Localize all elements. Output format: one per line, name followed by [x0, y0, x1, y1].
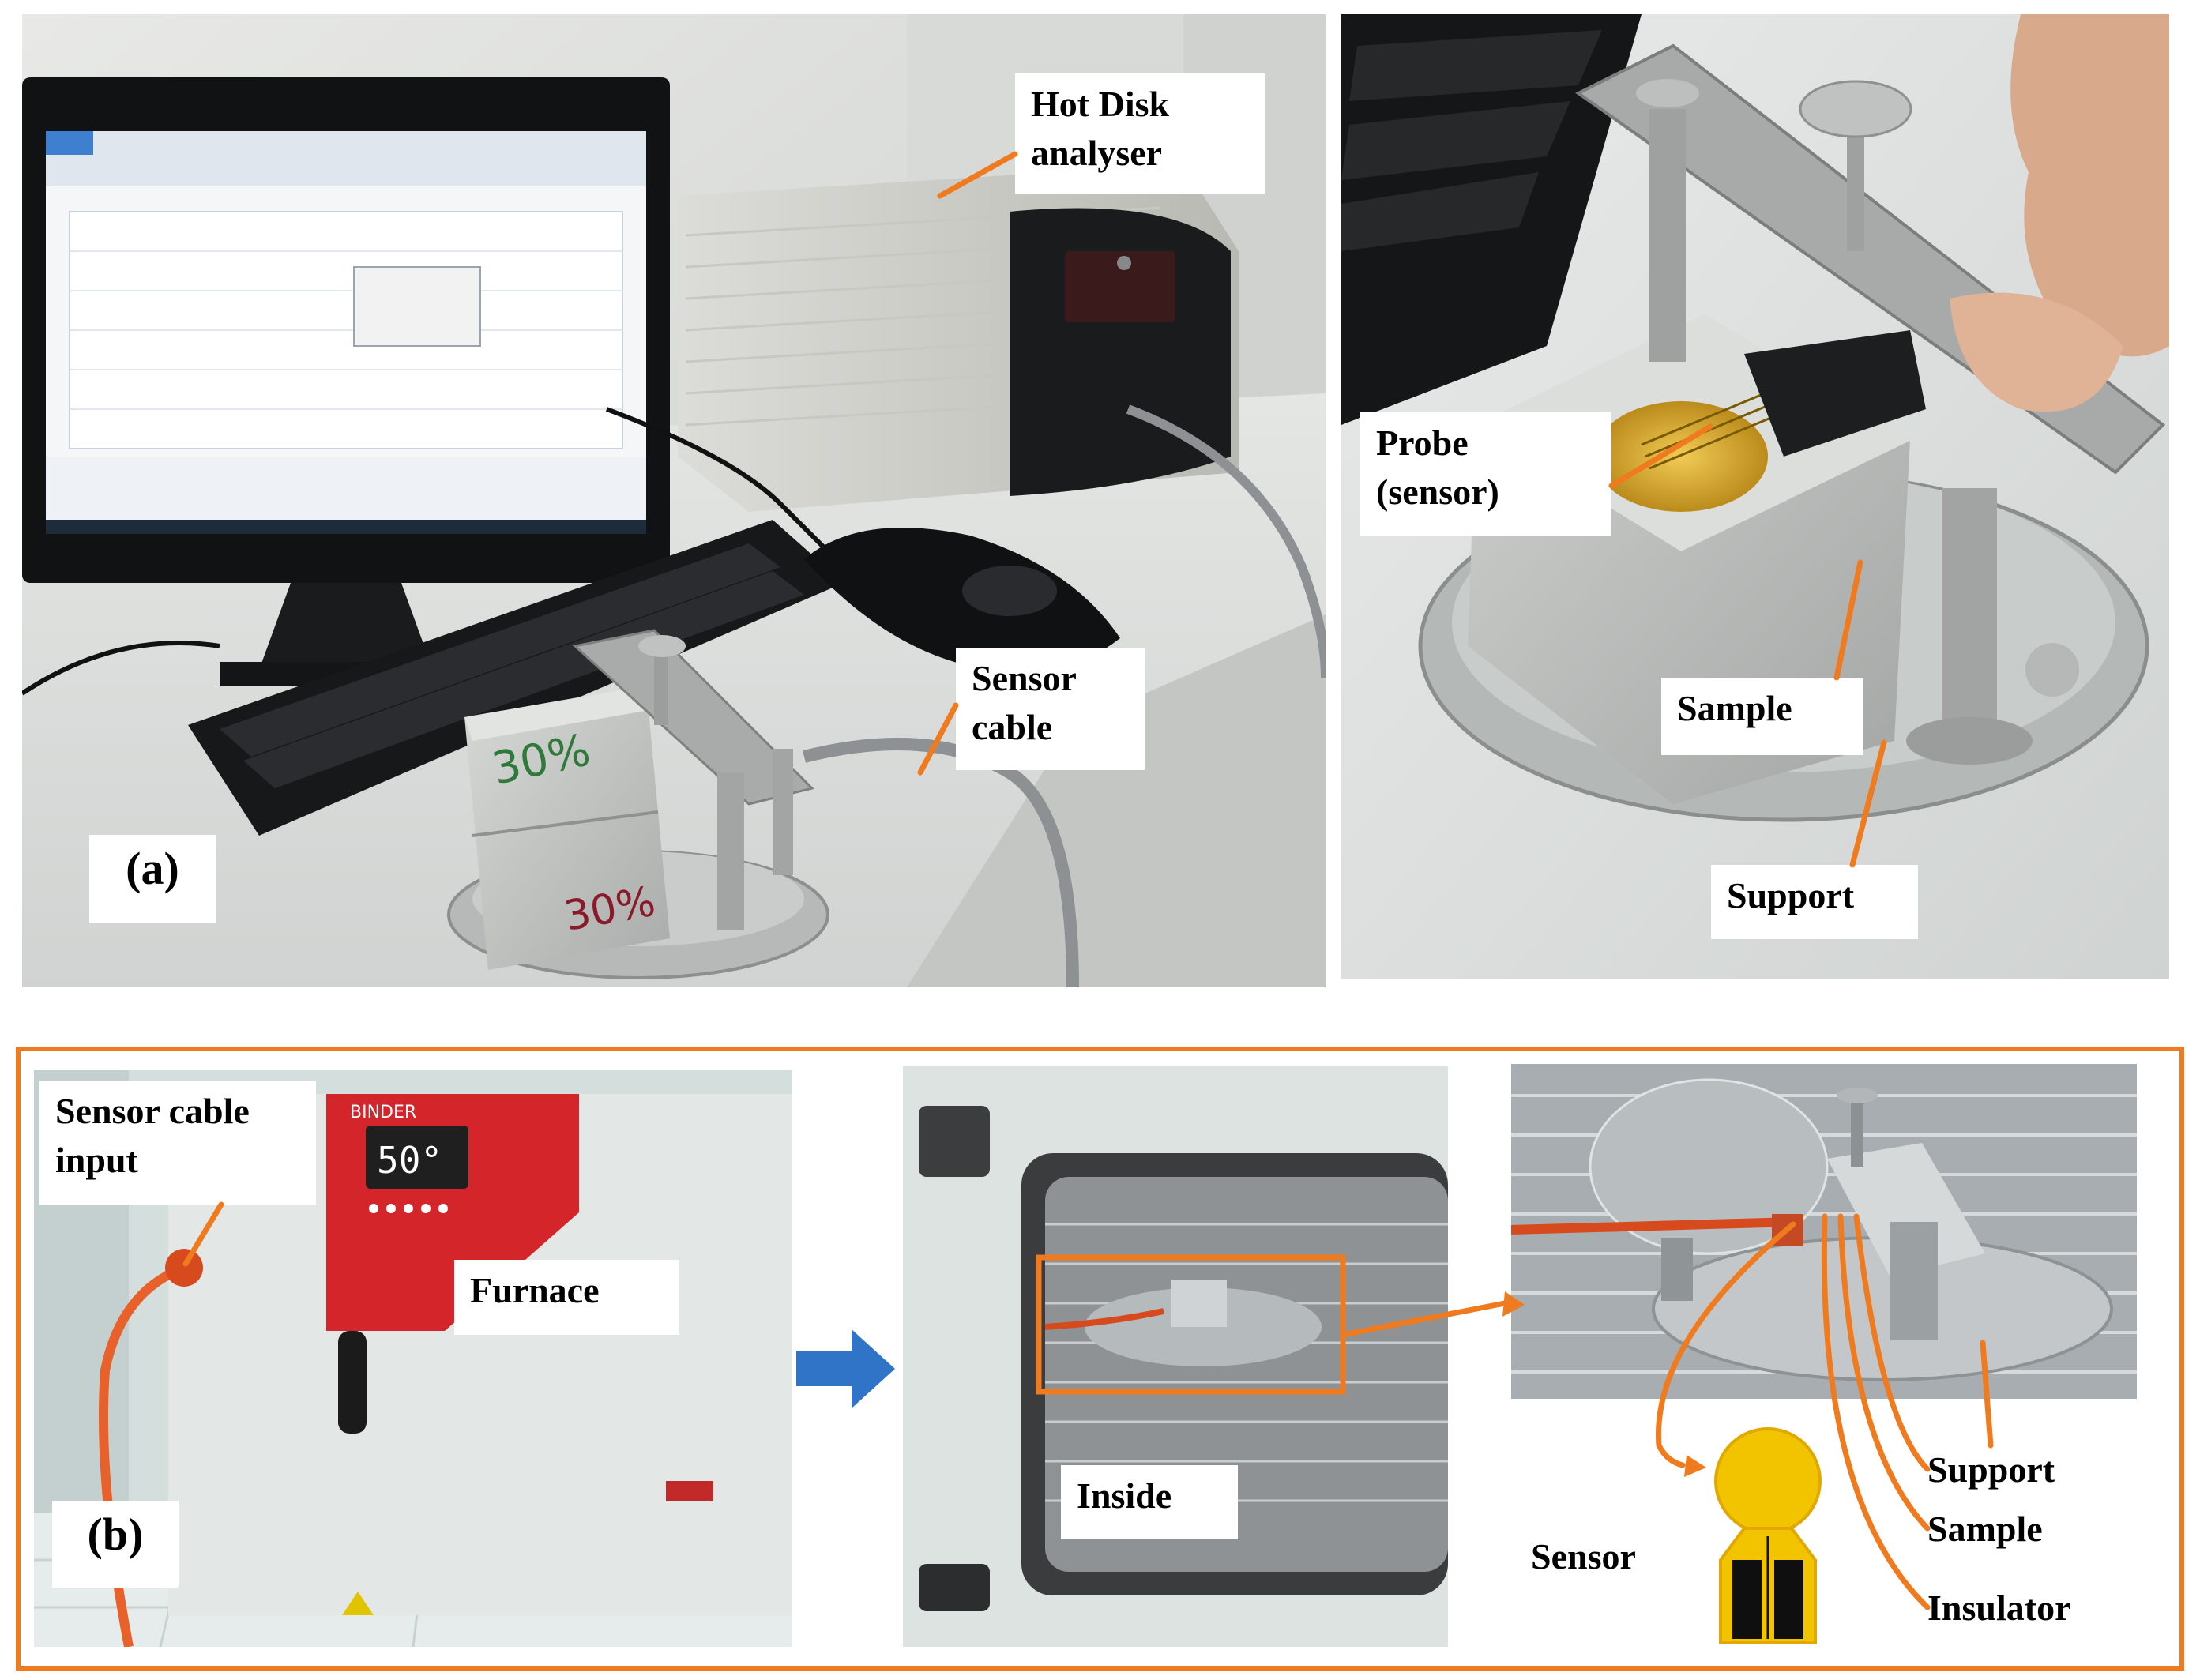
probe-sensor — [1594, 401, 1768, 512]
label-sensor-cable-input: Sensor cable input — [39, 1081, 316, 1205]
label-hot-disk-analyser: Hot Disk analyser — [1015, 73, 1265, 194]
label-insulator: Insulator — [1927, 1588, 2071, 1628]
label-sample-b: Sample — [1927, 1509, 2043, 1549]
label-sensor: Sensor — [1531, 1536, 1636, 1577]
oven-brand: BINDER — [350, 1103, 416, 1122]
sample-brick-a — [464, 686, 670, 970]
photo-inside-detail — [1511, 1064, 2137, 1399]
label-sensor-cable-a: Sensor cable — [956, 648, 1145, 770]
label-sample-a: Sample — [1661, 678, 1863, 755]
panel-tag-b: (b) — [52, 1501, 179, 1588]
label-probe-sensor: Probe (sensor) — [1360, 412, 1611, 536]
oven-display: 50° — [377, 1139, 442, 1182]
label-support-b: Support — [1927, 1449, 2055, 1490]
sensor-diagram-icon — [1714, 1427, 1822, 1644]
label-support-a: Support — [1711, 865, 1918, 939]
arrow-right-icon — [796, 1329, 895, 1408]
label-furnace: Furnace — [454, 1260, 679, 1335]
panel-tag-a: (a) — [89, 835, 216, 923]
photo-furnace-inside — [903, 1066, 1448, 1647]
label-inside: Inside — [1061, 1465, 1238, 1539]
furnace-handle — [338, 1331, 367, 1434]
panel-b-frame — [16, 1047, 2184, 1671]
